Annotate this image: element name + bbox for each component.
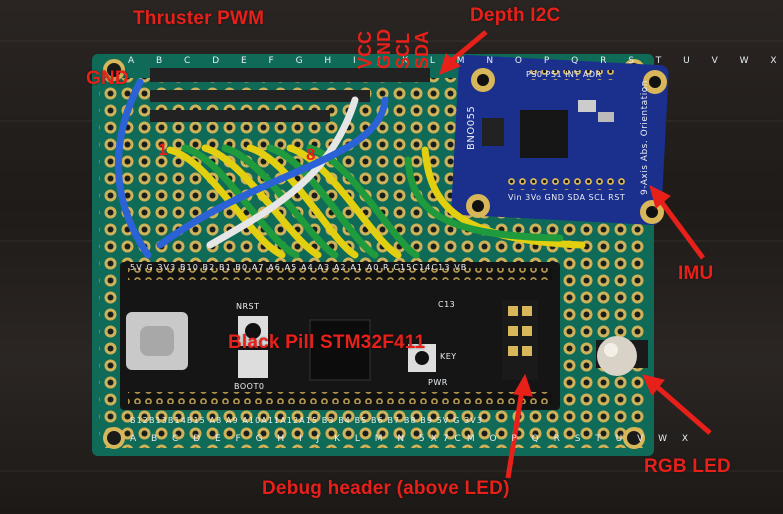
black-pill-mcu (120, 262, 560, 410)
imu-bottom-pins: Vin 3Vo GND SDA SCL RST (508, 193, 626, 202)
thruster-pwm-label: Thruster PWM (133, 8, 265, 29)
gnd-label: GND (86, 68, 129, 89)
debug-header-label: Debug header (above LED) (262, 478, 510, 499)
mcu-label-pwr: PWR (428, 378, 448, 387)
top-column-letters: A B C D E F G H I J K L M N O P Q R S T … (128, 56, 783, 66)
rgb-led (596, 336, 648, 376)
wires (115, 78, 586, 259)
thruster-header (150, 68, 430, 82)
imu-label: IMU (678, 263, 714, 284)
mcu-label-nrst: NRST (236, 302, 260, 311)
annotation-arrows (439, 30, 712, 479)
i2c-pin-vcc: VCC (355, 30, 375, 69)
mcu-chip (309, 319, 371, 381)
mcu-label-boot0: BOOT0 (234, 382, 265, 391)
mount-hole-tl (103, 59, 125, 81)
i2c-pin-sda: SDA (412, 30, 432, 69)
depth-i2c-label: Depth I2C (470, 5, 561, 26)
imu-top-pins: PS0 PS1 INT ADR (526, 70, 602, 79)
i2c-pin-gnd: GND (374, 29, 394, 69)
mcu-label-key: KEY (440, 352, 457, 361)
header-pins-top: 5V G 3V3 B10 B2 B1 B0 A7 A6 A5 A4 A3 A2 … (130, 263, 468, 272)
mount-hole-br (623, 427, 645, 449)
pin-1-label: 1 (158, 140, 168, 159)
boot0-button (238, 350, 268, 378)
imu-board (451, 55, 669, 225)
mount-hole-bl (103, 427, 125, 449)
rgb-led-label: RGB LED (644, 456, 731, 477)
i2c-pin-scl: SCL (393, 33, 413, 69)
debug-header (502, 300, 538, 380)
imu-side-text: 9-Axis Abs. Orientation (640, 80, 650, 195)
imu-chip-label: BNO055 (466, 105, 477, 150)
header-pins-bottom: B12B13B14B15 A8 A9 A10A11A12A15 B3 B4 B5… (130, 416, 484, 425)
bottom-column-letters: A B C D E F G H I J K L M N 5X7CM O P Q … (130, 434, 695, 444)
mcu-label-c13: C13 (438, 300, 456, 309)
pin-8-label: 8 (306, 145, 316, 164)
black-pill-label: Black Pill STM32F411 (228, 332, 426, 353)
